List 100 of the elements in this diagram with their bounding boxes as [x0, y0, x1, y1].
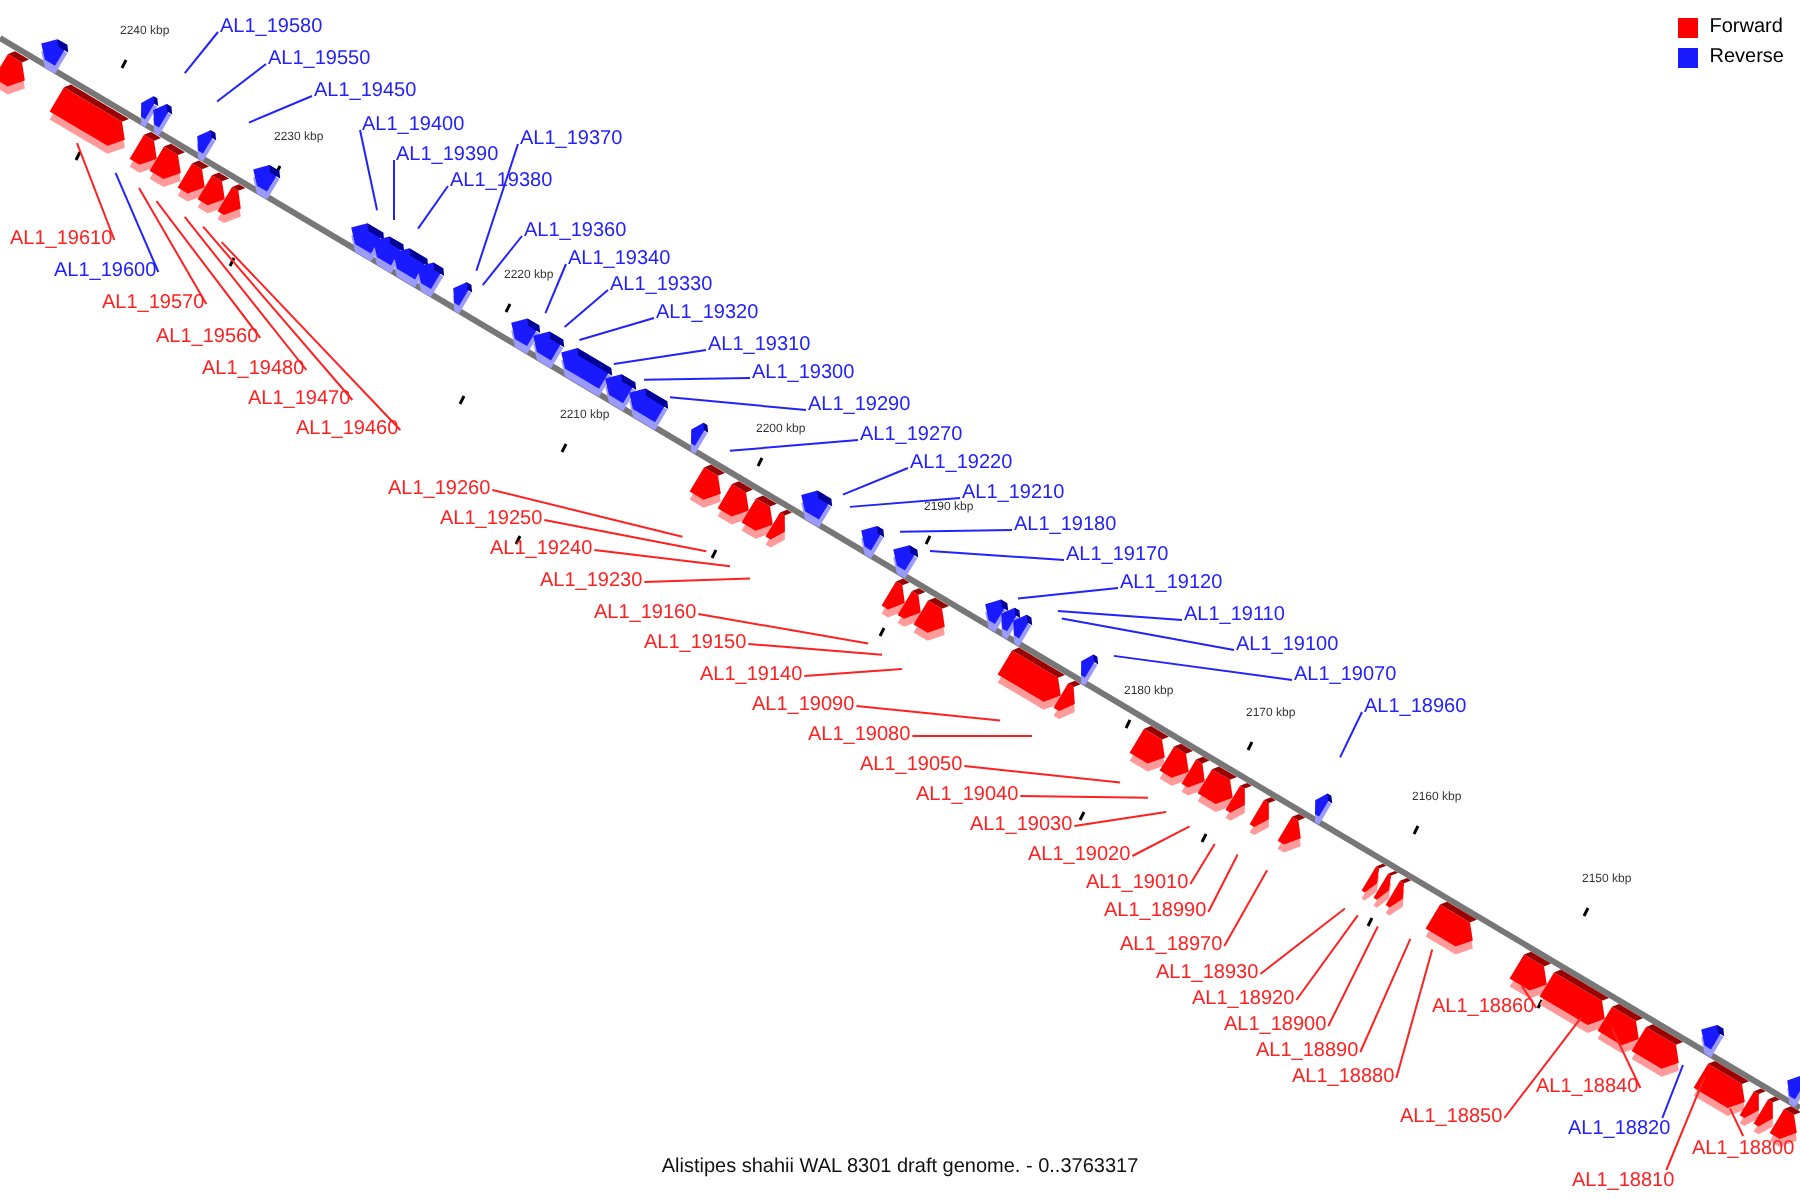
gene-label: AL1_19240 — [490, 538, 593, 562]
gene-label: AL1_19260 — [388, 478, 491, 502]
gene-label: AL1_19330 — [610, 274, 713, 298]
gene-label: AL1_19080 — [808, 724, 911, 748]
leader-line — [543, 519, 708, 553]
gene-label: AL1_18890 — [1256, 1040, 1359, 1064]
gene-label: AL1_19370 — [520, 128, 623, 152]
legend-label: Reverse — [1709, 46, 1784, 68]
leader-line — [359, 129, 379, 212]
leader-line — [612, 349, 707, 365]
gene-label: AL1_19020 — [1028, 844, 1131, 868]
leader-line — [114, 171, 160, 273]
gene-label: AL1_19310 — [708, 334, 811, 358]
gene-label: AL1_18960 — [1364, 696, 1467, 720]
leader-line — [544, 263, 567, 315]
leader-line — [899, 529, 1013, 533]
gene-label: AL1_18880 — [1292, 1066, 1395, 1090]
gene-label: AL1_18930 — [1156, 962, 1259, 986]
gene-label: AL1_19220 — [910, 452, 1013, 476]
gene-label: AL1_19160 — [594, 602, 697, 626]
leader-line — [1359, 937, 1412, 1053]
leader-line — [1073, 811, 1168, 827]
gene-label: AL1_19340 — [568, 248, 671, 272]
leader-line — [155, 200, 262, 339]
leader-line — [1611, 1027, 1642, 1089]
leader-line — [578, 317, 655, 342]
leader-line — [855, 705, 1002, 722]
leader-line — [928, 549, 1065, 561]
leader-line — [475, 143, 519, 272]
gene-label: AL1_18800 — [1692, 1138, 1795, 1162]
leader-line — [643, 577, 751, 583]
gene-label: AL1_19030 — [970, 814, 1073, 838]
leader-line — [668, 396, 807, 411]
leader-line — [1729, 1107, 1745, 1137]
leader-line — [728, 439, 859, 452]
gene-label: AL1_19470 — [248, 388, 351, 412]
leader-line — [1665, 1075, 1706, 1171]
caption: Alistipes shahii WAL 8301 draft genome. - 0..3763317 — [661, 1156, 1139, 1178]
gene-label: AL1_18920 — [1192, 988, 1295, 1012]
gene-label: AL1_18860 — [1432, 996, 1535, 1020]
gene-label: AL1_19300 — [752, 362, 855, 386]
gene-label: AL1_19180 — [1014, 514, 1117, 538]
gene-label: AL1_19570 — [102, 292, 205, 316]
gene-label: AL1_18820 — [1568, 1118, 1671, 1142]
gene-label: AL1_19170 — [1066, 544, 1169, 568]
leader-line — [247, 95, 313, 124]
gene-label: AL1_19140 — [700, 664, 803, 688]
gene-label: AL1_19210 — [962, 482, 1065, 506]
gene-label: AL1_18990 — [1104, 900, 1207, 924]
gene-label: AL1_19550 — [268, 48, 371, 72]
leader-line — [216, 63, 267, 103]
leader-line — [1503, 1016, 1583, 1119]
leader-line — [1016, 587, 1119, 600]
gene-label: AL1_19290 — [808, 394, 911, 418]
gene-label: AL1_19040 — [916, 784, 1019, 808]
leader-line — [911, 735, 1033, 737]
gene-label: AL1_19360 — [524, 220, 627, 244]
leader-line — [848, 497, 961, 508]
leader-line — [1327, 925, 1379, 1027]
gene-label: AL1_19100 — [1236, 634, 1339, 658]
leader-line — [747, 643, 884, 656]
leader-line — [643, 377, 751, 381]
leader-line — [1395, 948, 1434, 1079]
leader-line — [1295, 914, 1359, 1001]
leader-line — [1259, 907, 1346, 975]
gene-label: AL1_19150 — [644, 632, 747, 656]
leader-line — [481, 235, 523, 287]
gene-label: AL1_19120 — [1120, 572, 1223, 596]
leader-line — [1056, 610, 1183, 621]
gene-label: AL1_19230 — [540, 570, 643, 594]
leader-line — [1661, 1064, 1684, 1119]
leader-line — [593, 549, 732, 568]
gene-label: AL1_19450 — [314, 80, 417, 104]
gene-label: AL1_19070 — [1294, 664, 1397, 688]
leader-line — [202, 225, 354, 401]
leader-line — [1189, 842, 1216, 885]
gene-label: AL1_19050 — [860, 754, 963, 778]
gene-label: AL1_19010 — [1086, 872, 1189, 896]
leader-line — [841, 467, 909, 496]
leader-line — [183, 31, 219, 75]
leader-line — [417, 185, 449, 230]
gene-label: AL1_18900 — [1224, 1014, 1327, 1038]
gene-label: AL1_19270 — [860, 424, 963, 448]
leader-line — [491, 489, 684, 538]
leader-line — [1339, 711, 1363, 759]
leader-line — [697, 613, 870, 645]
gene-label: AL1_18840 — [1536, 1076, 1639, 1100]
leader-line — [1131, 825, 1191, 857]
leader-line — [1060, 617, 1235, 651]
gene-label: AL1_19600 — [54, 260, 157, 284]
gene-label: AL1_19250 — [440, 508, 543, 532]
leader-line — [183, 215, 308, 371]
legend-label: Forward — [1709, 16, 1783, 38]
gene-label: AL1_18850 — [1400, 1106, 1503, 1130]
gene-label: AL1_19320 — [656, 302, 759, 326]
leader-line — [1520, 984, 1538, 1009]
leader-line — [1223, 869, 1269, 947]
gene-label: AL1_19580 — [220, 16, 323, 40]
leader-line — [393, 159, 395, 221]
gene-label: AL1_19460 — [296, 418, 399, 442]
